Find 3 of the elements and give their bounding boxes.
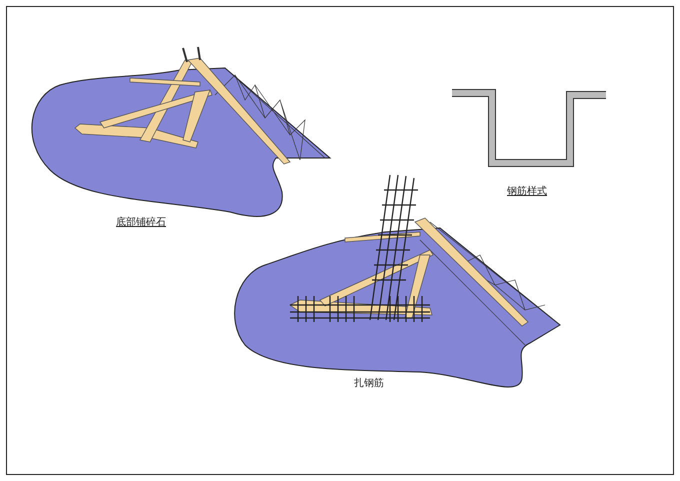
caption-text: 钢筋样式 (507, 184, 547, 198)
caption-text: 底部铺碎石 (116, 216, 166, 229)
caption-text: 扎钢筋 (354, 376, 384, 390)
